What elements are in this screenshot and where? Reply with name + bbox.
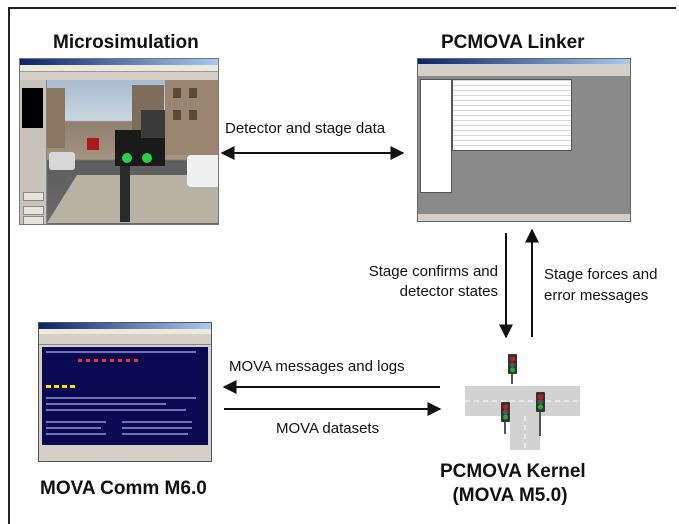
- linker-statusbar: [418, 213, 630, 221]
- junction-graphic: [465, 354, 580, 450]
- microsimulation-screenshot: [19, 58, 219, 225]
- sim-street-scene: [47, 80, 218, 224]
- sim-control-panel: [20, 80, 47, 224]
- label-stage-forces-line1: Stage forces and: [544, 266, 658, 283]
- sim-panel-button: [23, 216, 44, 224]
- diagram-frame: [8, 7, 676, 524]
- kernel-title-line2: (MOVA M5.0): [452, 485, 568, 506]
- street-scene-graphic: [47, 80, 218, 223]
- linker-data-grid: [452, 79, 572, 151]
- microsimulation-title: Microsimulation: [53, 32, 199, 53]
- label-mova-datasets: MOVA datasets: [276, 420, 380, 437]
- linker-window-titlebar: [418, 59, 630, 64]
- label-stage-forces-line2: error messages: [544, 287, 649, 304]
- comm-toolbar: [39, 334, 211, 345]
- comm-console: [42, 347, 208, 445]
- comm-console-graphic: [46, 351, 196, 435]
- linker-toolbar: [418, 69, 630, 77]
- label-stage-confirms-line2: detector states: [399, 283, 498, 300]
- label-detector-stage-data: Detector and stage data: [225, 120, 386, 137]
- mova-comm-screenshot: [38, 322, 212, 462]
- label-stage-confirms-line1: Stage confirms and: [368, 263, 498, 280]
- kernel-junction-icon: [465, 350, 580, 450]
- sim-clock-display: [22, 88, 43, 128]
- label-mova-messages-logs: MOVA messages and logs: [229, 358, 405, 375]
- kernel-title-line1: PCMOVA Kernel: [440, 461, 586, 482]
- linker-tree-panel: [420, 79, 452, 193]
- sim-menubar: [20, 65, 218, 72]
- comm-window-titlebar: [39, 323, 211, 329]
- linker-screenshot: [417, 58, 631, 222]
- sim-panel-button: [23, 192, 44, 201]
- comm-statusbar: [39, 450, 211, 461]
- sim-window-titlebar: [20, 59, 218, 65]
- mova-comm-title: MOVA Comm M6.0: [40, 478, 207, 499]
- comm-menubar: [39, 329, 211, 334]
- linker-title: PCMOVA Linker: [441, 32, 585, 53]
- sim-panel-button: [23, 206, 44, 215]
- linker-menubar: [418, 64, 630, 69]
